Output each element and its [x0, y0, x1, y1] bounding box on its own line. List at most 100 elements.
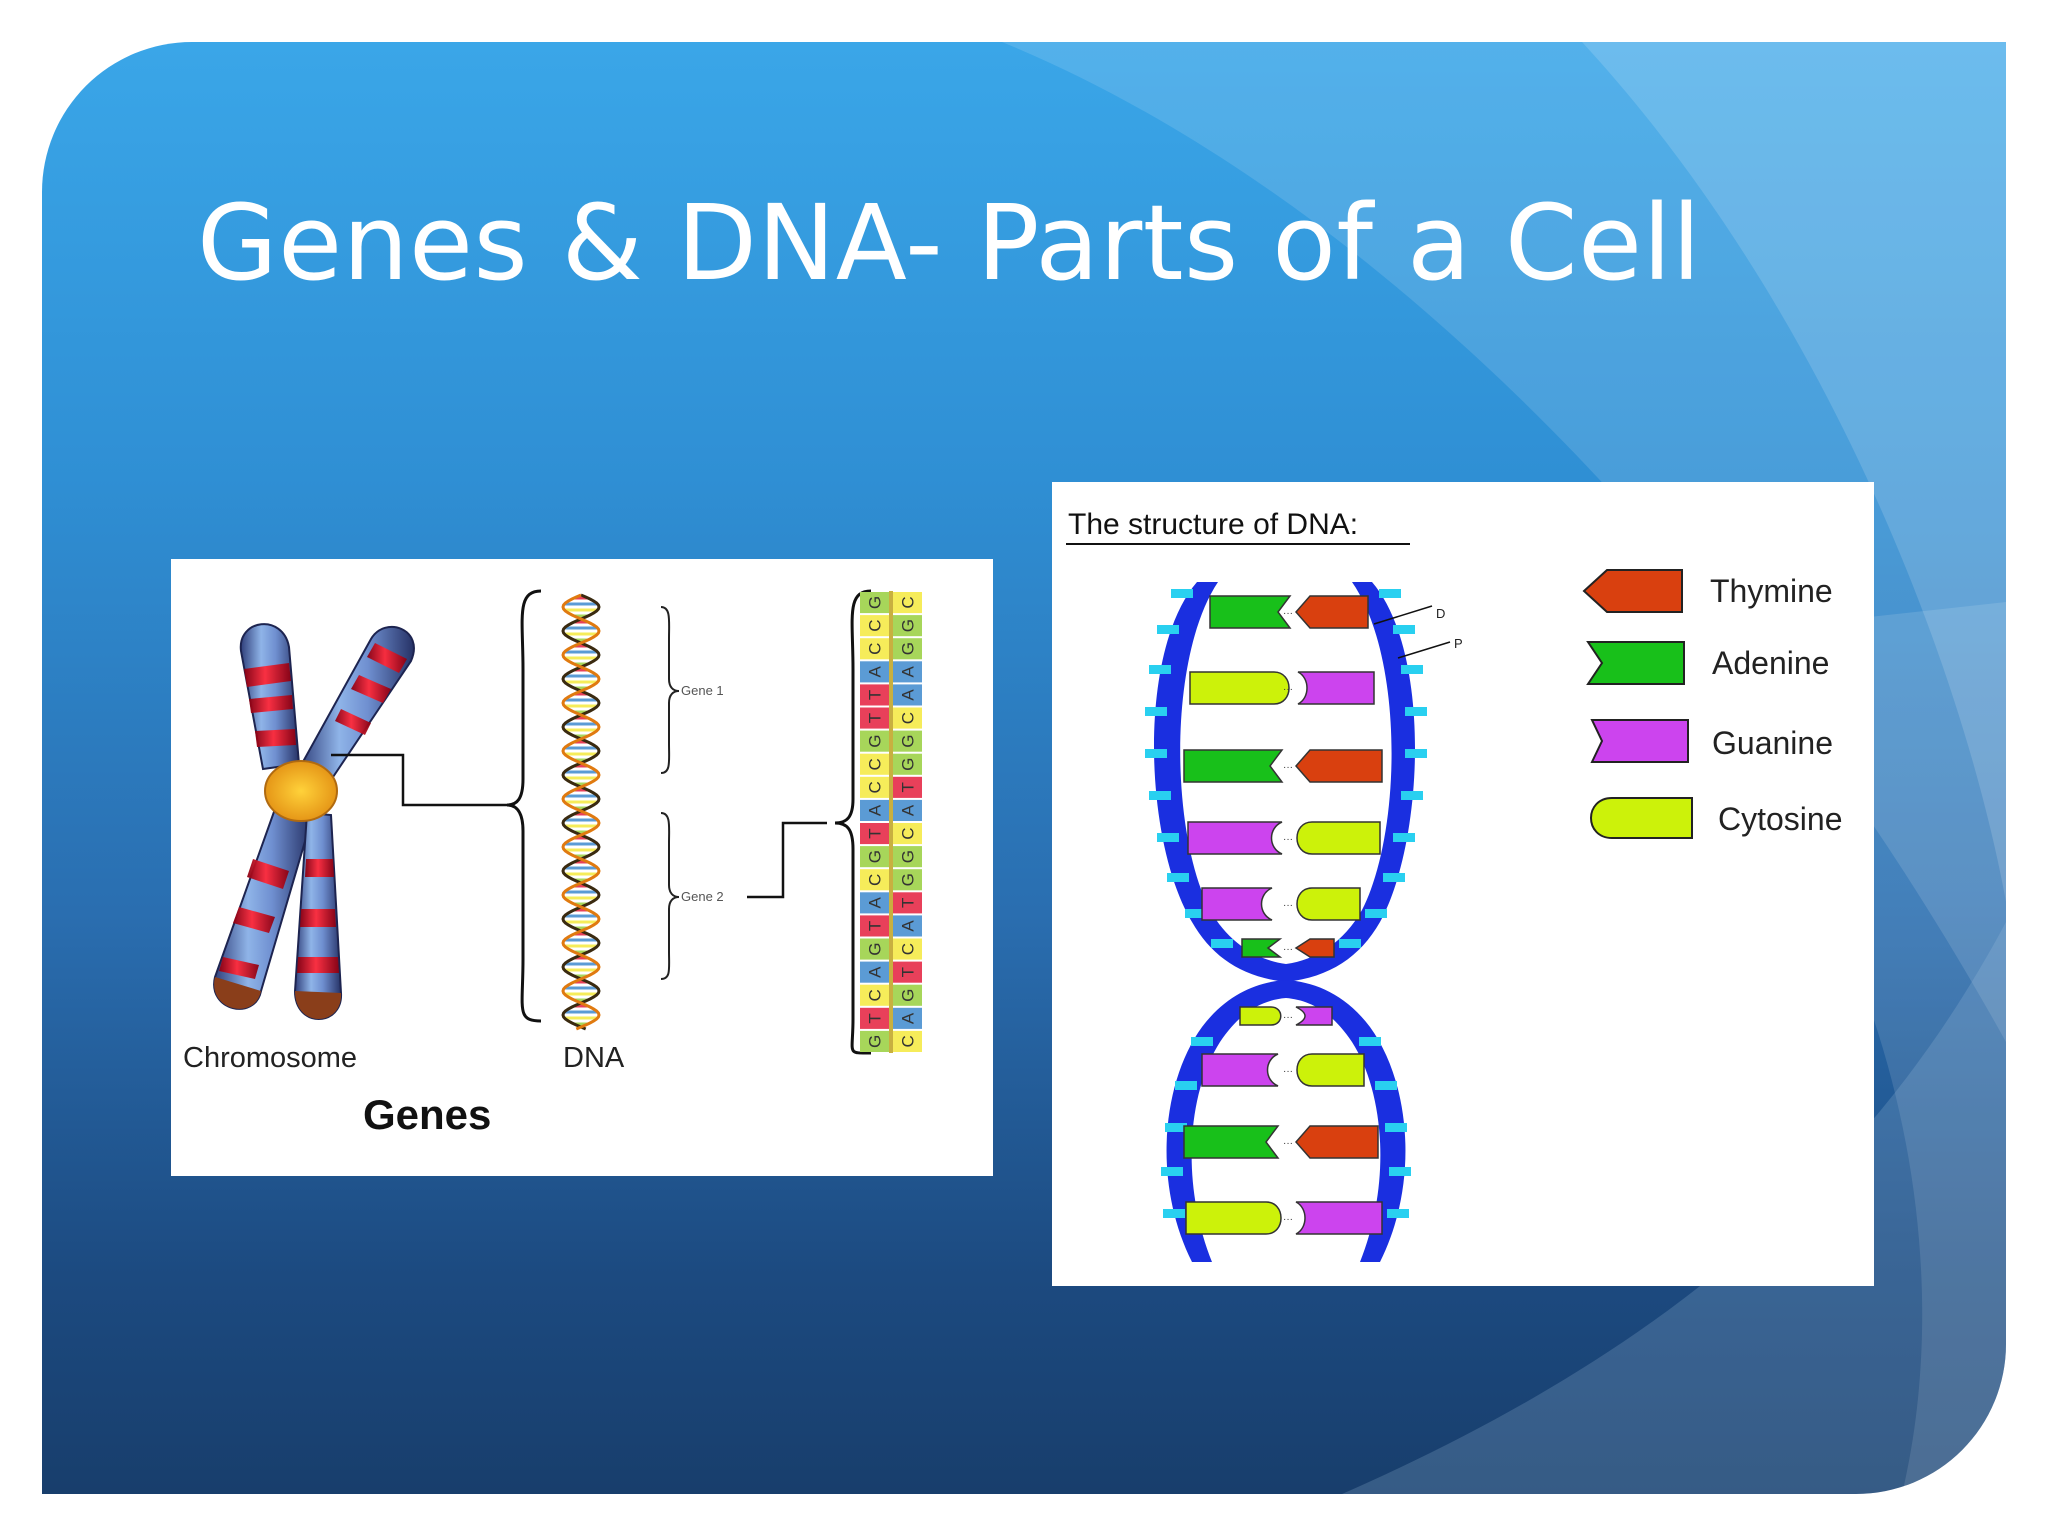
base-letter: G: [899, 989, 918, 1002]
label-d-pointer: [1373, 605, 1433, 625]
base-letter: A: [866, 966, 885, 978]
backbone-tick: [1405, 707, 1427, 716]
backbone-tick: [1149, 791, 1171, 800]
base-block: [1296, 1053, 1365, 1087]
base-block: [1241, 938, 1283, 958]
base-cell: [860, 961, 889, 983]
gene1-label: Gene 1: [681, 683, 724, 698]
base-letter: G: [899, 850, 918, 863]
base-cell: [893, 915, 922, 937]
base-cell: [860, 684, 889, 706]
base-cell: [893, 753, 922, 775]
thymine-icon: [1582, 569, 1683, 613]
base-letter: A: [899, 804, 918, 816]
backbone-tick: [1389, 1167, 1411, 1176]
backbone-tick: [1387, 1209, 1409, 1218]
wave-light-3: [1642, 602, 2006, 1494]
base-letter: C: [899, 1035, 918, 1047]
adenine-icon: [1586, 641, 1685, 685]
backbone-tick: [1393, 625, 1415, 634]
base-letter: C: [866, 781, 885, 793]
cytosine-icon: [1590, 797, 1693, 839]
base-letter: T: [866, 828, 885, 838]
base-cell: [893, 1007, 922, 1029]
backbone-tick: [1375, 1081, 1397, 1090]
dna-label: DNA: [563, 1042, 625, 1074]
legend-item-cytosine: Cytosine: [1590, 797, 1843, 839]
base-cell: [860, 638, 889, 660]
base-block: [1189, 671, 1290, 705]
hydrogen-bond-dots: ···: [1283, 1066, 1293, 1077]
base-cell: [893, 823, 922, 845]
base-cell: [893, 984, 922, 1006]
base-letter: C: [866, 619, 885, 631]
connector-line-2: [747, 821, 827, 899]
base-letter: T: [866, 713, 885, 723]
label-p: P: [1454, 636, 1463, 651]
base-cell: [860, 730, 889, 752]
legend-item-adenine: Adenine: [1586, 641, 1829, 685]
backbone-tick: [1365, 909, 1387, 918]
base-letter: T: [866, 921, 885, 931]
dna-structure-title: The structure of DNA:: [1068, 508, 1358, 541]
backbone-tick: [1161, 1167, 1183, 1176]
backbone-tick: [1401, 791, 1423, 800]
genes-caption: Genes: [363, 1091, 491, 1138]
base-cell: [893, 799, 922, 821]
base-block: [1183, 749, 1284, 783]
base-letter: A: [899, 1012, 918, 1024]
legend-label-guanine: Guanine: [1712, 725, 1833, 761]
base-letter: T: [899, 967, 918, 977]
gene1-brace: [660, 606, 680, 774]
backbone-tick: [1211, 939, 1233, 948]
base-block: [1294, 938, 1335, 958]
backbone-tick: [1171, 589, 1193, 598]
base-letter: C: [899, 943, 918, 955]
hydrogen-bond-dots: ···: [1283, 1214, 1293, 1225]
hydrogen-bond-dots: ···: [1283, 900, 1293, 911]
base-letter: G: [899, 619, 918, 632]
base-block: [1201, 887, 1273, 921]
hydrogen-bond-dots: ···: [1283, 834, 1293, 845]
base-block: [1185, 1201, 1282, 1235]
backbone-tick: [1339, 939, 1361, 948]
base-cell: [893, 892, 922, 914]
base-letter: T: [866, 1013, 885, 1023]
dna-structure-figure: The structure of DNA: ··· ··· ··· ··· ··· ···…: [1052, 482, 1874, 1286]
hydrogen-bond-dots: ···: [1283, 1138, 1293, 1149]
hydrogen-bond-dots: ···: [1283, 608, 1293, 619]
base-cell: [860, 661, 889, 683]
base-cell: [893, 684, 922, 706]
base-pairs: ······························: [1183, 595, 1383, 1235]
base-cell: [860, 915, 889, 937]
base-block: [1201, 1053, 1279, 1087]
backbone-tick: [1157, 625, 1179, 634]
backbone-tick: [1383, 873, 1405, 882]
base-cell: [860, 776, 889, 798]
base-cell: [860, 823, 889, 845]
base-cell: [860, 753, 889, 775]
base-letter: G: [899, 734, 918, 747]
base-letter: T: [866, 690, 885, 700]
base-block: [1183, 1125, 1280, 1159]
base-letter: G: [866, 850, 885, 863]
base-block: [1296, 821, 1381, 855]
base-letter: G: [866, 942, 885, 955]
backbone-tick: [1401, 665, 1423, 674]
chromosome-label: Chromosome: [183, 1042, 357, 1074]
backbone-tick: [1145, 707, 1167, 716]
base-block: [1295, 1201, 1383, 1235]
base-cell: [893, 707, 922, 729]
slide-title: Genes & DNA- Parts of a Cell: [197, 182, 1702, 304]
base-letter: A: [899, 689, 918, 701]
base-letter: G: [899, 873, 918, 886]
backbone-tick: [1379, 589, 1401, 598]
dna-brace: [506, 589, 542, 1023]
base-cell: [893, 661, 922, 683]
dna-double-helix: [561, 593, 601, 1031]
base-cell: [860, 846, 889, 868]
wave-light-2: [1582, 42, 2006, 902]
